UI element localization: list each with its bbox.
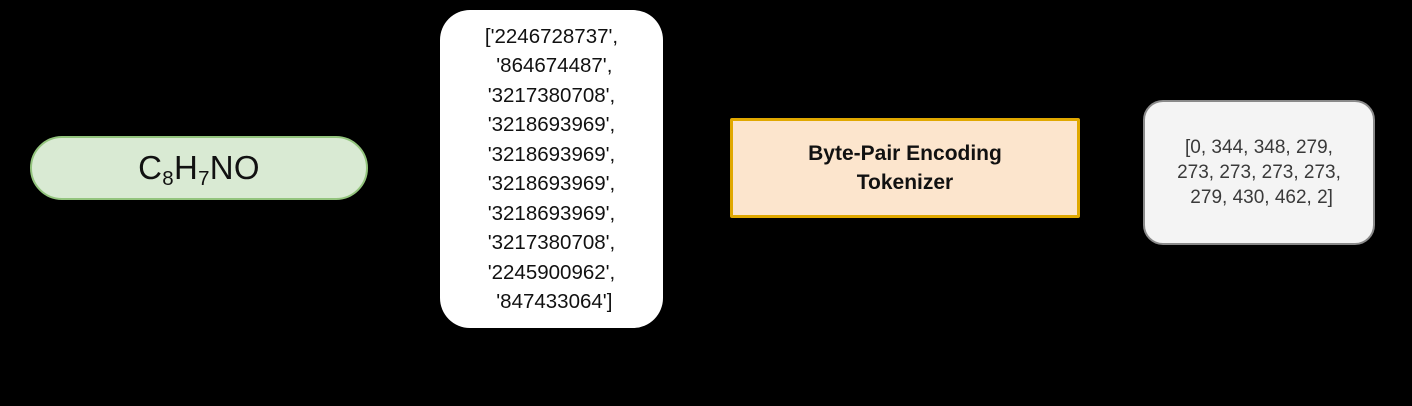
formula-subscript-8: 8 — [162, 167, 174, 190]
token-id-list-node: [0, 344, 348, 279, 273, 273, 273, 273, 2… — [1143, 100, 1375, 245]
fingerprint-token-strings-text: ['2246728737', '864674487', '3217380708'… — [484, 24, 619, 314]
bpe-tokenizer-node: Byte-Pair Encoding Tokenizer — [730, 118, 1080, 218]
molecular-formula-node: C8H7NO — [30, 136, 368, 200]
token-id-list-text: [0, 344, 348, 279, 273, 273, 273, 273, 2… — [1177, 137, 1341, 208]
formula-element-c: C — [138, 149, 163, 186]
formula-element-no: NO — [209, 149, 260, 186]
fingerprint-token-strings-node: ['2246728737', '864674487', '3217380708'… — [440, 10, 663, 328]
formula-element-h: H — [173, 149, 199, 186]
molecular-formula-text: C8H7NO — [138, 149, 260, 190]
formula-subscript-7: 7 — [198, 167, 210, 190]
bpe-tokenizer-label: Byte-Pair Encoding Tokenizer — [808, 142, 1002, 194]
